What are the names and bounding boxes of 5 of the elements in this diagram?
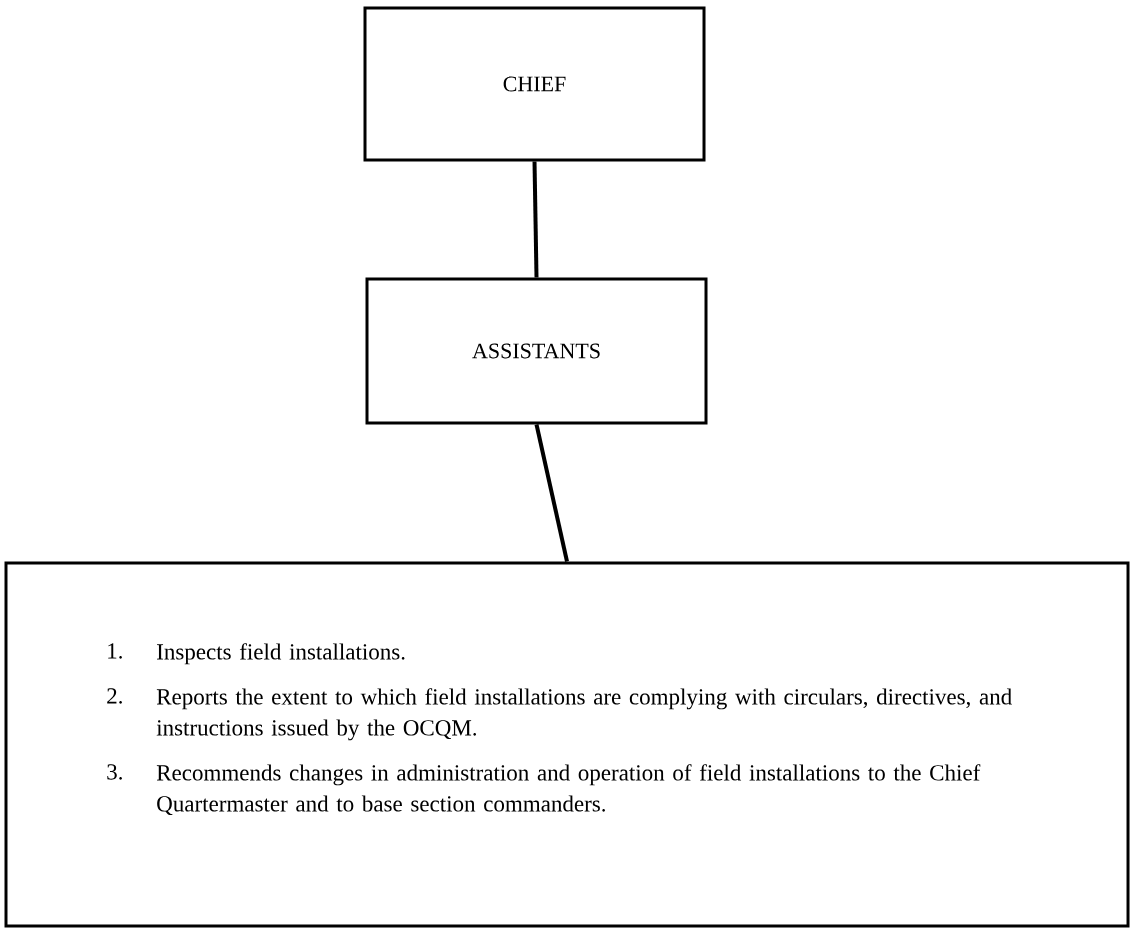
assistants-box: ASSISTANTS bbox=[365, 277, 708, 425]
duties-box: 1. Inspects field installations. 2. Reports the extent to which field installations are complying with circulars, directives, and instructions issued by the OCQM. 3. Recommends changes in administration and operation of field installations to the Chief Quartermaster and to base section commanders. bbox=[4, 561, 1130, 928]
connector-line bbox=[532, 161, 539, 278]
connector-line bbox=[534, 424, 569, 562]
chief-box: CHIEF bbox=[363, 6, 706, 162]
